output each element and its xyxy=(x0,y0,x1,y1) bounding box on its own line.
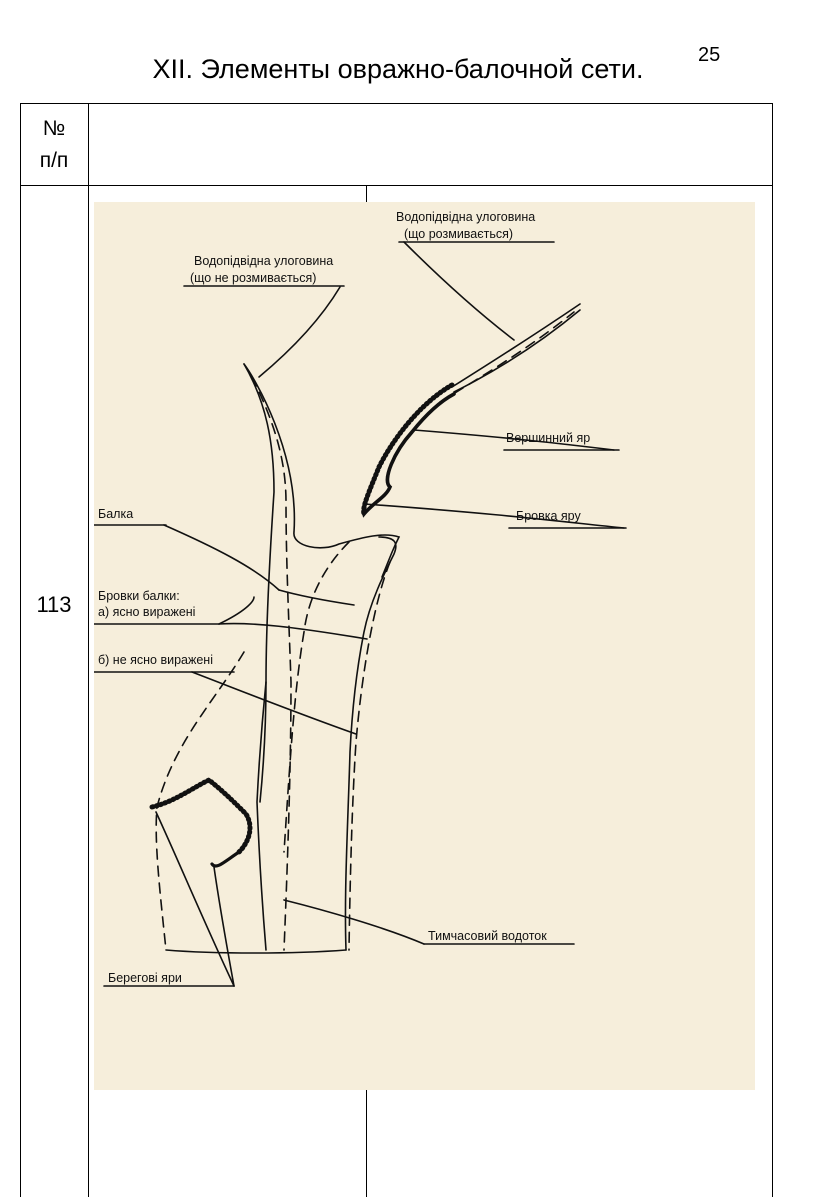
leader-ravine-edge xyxy=(363,503,625,529)
leader-edges-b xyxy=(191,671,357,735)
header-number-cell: № п/п xyxy=(20,113,88,177)
label-gully: Балка xyxy=(98,507,133,521)
header-number-abbr: п/п xyxy=(39,149,69,172)
leader-stream xyxy=(283,899,425,945)
label-eroding-hollow-line1: Водопідвідна улоговина xyxy=(396,210,535,224)
column-divider xyxy=(88,103,89,1197)
gully-diagram: Водопідвідна улоговина (що розмивається)… xyxy=(94,210,627,987)
table-border-top xyxy=(20,103,773,104)
bottom-line xyxy=(165,949,347,954)
label-ravine-edge: Бровка яру xyxy=(516,509,581,523)
leader-top-ravine xyxy=(413,429,615,451)
left-prong-axis xyxy=(251,376,292,951)
leader-gully xyxy=(163,524,280,591)
label-eroding-hollow-line2: (що розмивається) xyxy=(404,227,513,241)
label-bank-ravines: Берегові яри xyxy=(108,971,182,985)
leader-edges-a2 xyxy=(218,596,255,625)
label-stable-hollow-line1: Водопідвідна улоговина xyxy=(194,254,333,268)
page-title: XII. Элементы овражно-балочной сети. xyxy=(152,54,644,84)
top-ravine-edge xyxy=(361,383,456,518)
leader-gully-2 xyxy=(278,589,355,606)
header-number-sign: № xyxy=(42,117,66,140)
gully-right-edge xyxy=(344,536,397,951)
table-border-right xyxy=(772,103,773,1197)
leader-bank-2 xyxy=(213,866,235,987)
left-prong-left-edge xyxy=(243,363,275,803)
row-number: 113 xyxy=(36,592,72,617)
label-stable-hollow-line2: (що не розмивається) xyxy=(190,271,316,285)
label-clearly-expressed: а) ясно виражені xyxy=(98,605,195,619)
label-gully-edges: Бровки балки: xyxy=(98,589,180,603)
bank-ravine-1-hatch xyxy=(149,777,253,855)
gully-center-dashed xyxy=(283,541,350,853)
leader-eroding-hollow xyxy=(403,241,515,341)
leader-stable-hollow xyxy=(258,286,341,378)
label-not-clearly-expressed: б) не ясно виражені xyxy=(98,653,213,667)
label-top-ravine: Вершинний яр xyxy=(506,431,590,445)
header-divider xyxy=(20,185,773,186)
eroding-hollow-upper xyxy=(451,303,581,388)
page-number: 25 xyxy=(698,44,721,66)
label-temporary-stream: Тимчасовий водоток xyxy=(428,929,547,943)
eroding-hollow-lower xyxy=(453,309,581,393)
bank-ravine-1 xyxy=(150,778,252,868)
gully-network-figure: Водопідвідна улоговина (що розмивається)… xyxy=(94,202,755,1090)
gully-left-solid xyxy=(256,681,267,951)
left-prong-outline xyxy=(243,363,401,578)
leader-edges-a xyxy=(218,622,368,640)
leader-bank-1 xyxy=(155,811,235,987)
gully-right-dashed xyxy=(348,561,391,951)
table-border-left xyxy=(20,103,21,1197)
